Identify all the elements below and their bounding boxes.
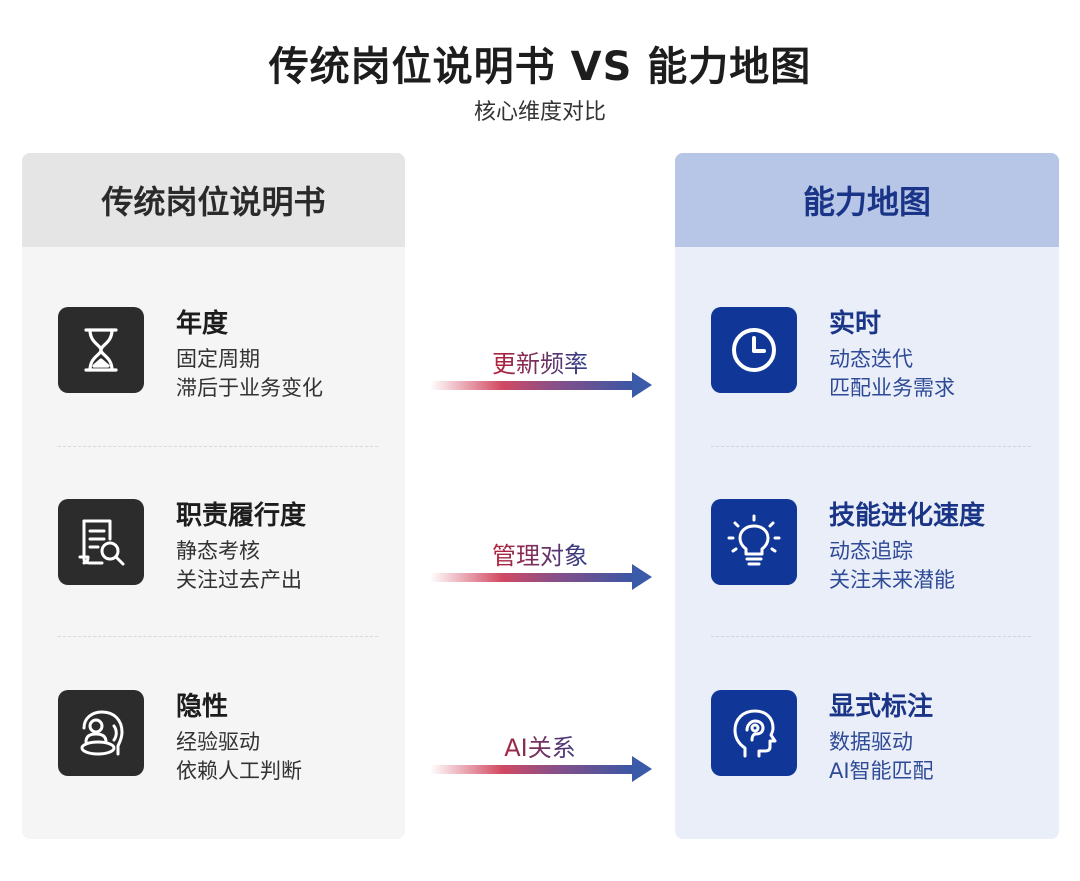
connector-ai-relation: AI关系 (430, 728, 655, 788)
divider (58, 446, 378, 447)
right-item-title: 显式标注 (829, 692, 934, 722)
left-item-title: 年度 (176, 309, 229, 339)
right-item-desc: 匹配业务需求 (829, 376, 955, 400)
left-item-title: 职责履行度 (176, 501, 307, 531)
right-item-desc: AI智能匹配 (829, 759, 934, 783)
head-puzzle-icon (58, 690, 144, 776)
left-item-implicit: 隐性 经验驱动 依赖人工判断 (22, 690, 405, 800)
hourglass-icon (58, 307, 144, 393)
right-item-desc: 动态迭代 (829, 347, 913, 371)
connector-label: AI关系 (430, 728, 650, 763)
arrow-right-icon (632, 756, 652, 782)
traditional-job-description-panel: 传统岗位说明书 年度 固定周期 滞后于业务变化 (22, 153, 405, 839)
right-item-realtime: 实时 动态迭代 匹配业务需求 (675, 307, 1059, 417)
page-title: 传统岗位说明书 VS 能力地图 (268, 44, 812, 90)
arrow-line (430, 573, 635, 582)
document-search-icon (58, 499, 144, 585)
head-brain-icon (711, 690, 797, 776)
right-item-desc: 关注未来潜能 (829, 568, 955, 592)
left-item-duty: 职责履行度 静态考核 关注过去产出 (22, 499, 405, 609)
connector-update-frequency: 更新频率 (430, 344, 655, 404)
divider (711, 636, 1031, 637)
right-item-title: 技能进化速度 (829, 501, 986, 531)
right-item-desc: 数据驱动 (829, 730, 913, 754)
right-item-title: 实时 (829, 309, 882, 339)
divider (58, 636, 378, 637)
connector-management-object: 管理对象 (430, 536, 655, 596)
right-item-skill-evolution: 技能进化速度 动态追踪 关注未来潜能 (675, 499, 1059, 609)
right-item-desc: 动态追踪 (829, 539, 913, 563)
divider (711, 446, 1031, 447)
connector-label: 更新频率 (430, 344, 650, 379)
left-panel-header: 传统岗位说明书 (22, 153, 405, 247)
right-panel-header: 能力地图 (675, 153, 1059, 247)
connector-label: 管理对象 (430, 536, 650, 571)
left-item-desc: 经验驱动 (176, 730, 260, 754)
left-item-desc: 静态考核 (176, 539, 260, 563)
left-item-desc: 依赖人工判断 (176, 759, 302, 783)
arrow-right-icon (632, 564, 652, 590)
left-item-annual: 年度 固定周期 滞后于业务变化 (22, 307, 405, 417)
left-item-desc: 关注过去产出 (176, 568, 302, 592)
arrow-line (430, 765, 635, 774)
arrow-right-icon (632, 372, 652, 398)
left-item-desc: 固定周期 (176, 347, 260, 371)
page-subtitle: 核心维度对比 (473, 100, 606, 125)
clock-icon (711, 307, 797, 393)
arrow-line (430, 381, 635, 390)
capability-map-panel: 能力地图 实时 动态迭代 匹配业务需求 (675, 153, 1059, 839)
left-item-desc: 滞后于业务变化 (176, 376, 323, 400)
left-item-title: 隐性 (176, 692, 229, 722)
lightbulb-icon (711, 499, 797, 585)
right-item-explicit: 显式标注 数据驱动 AI智能匹配 (675, 690, 1059, 800)
